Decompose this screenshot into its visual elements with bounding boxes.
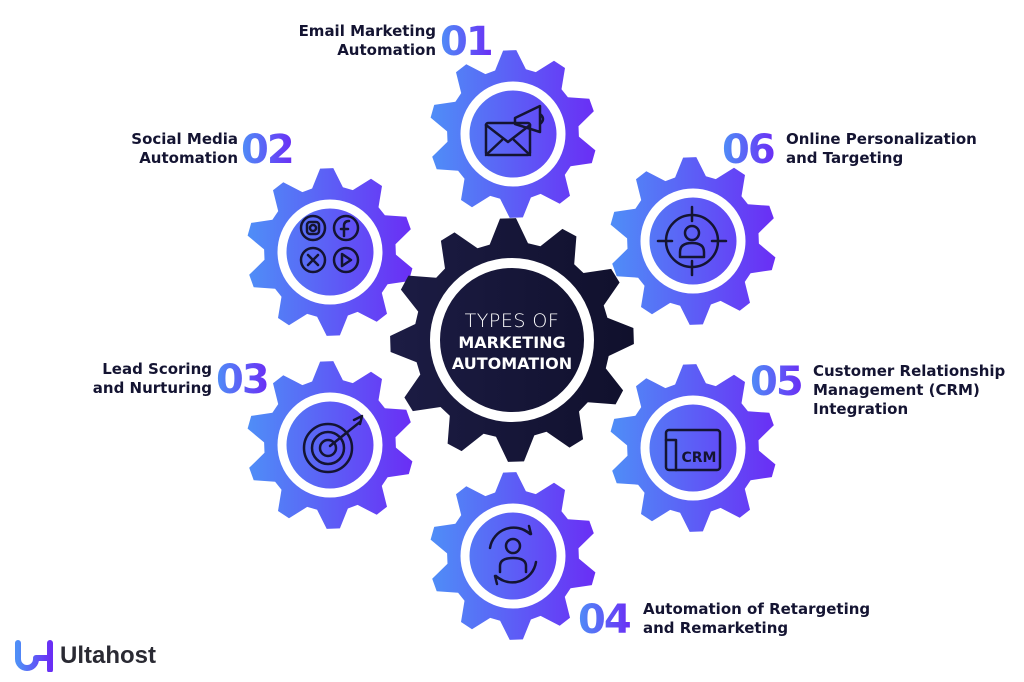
item-04-number: 04: [578, 597, 632, 643]
email-megaphone-icon: [484, 104, 545, 157]
label-line: and Targeting: [786, 149, 904, 167]
label-line: Social Media: [131, 130, 238, 148]
item-05-number: 05: [750, 359, 804, 405]
center-title: TYPES OF MARKETING AUTOMATION: [432, 310, 592, 374]
item-06-number: 06: [722, 127, 776, 173]
item-06-label: Online Personalization and Targeting: [786, 130, 977, 168]
item-03-number: 03: [216, 357, 270, 403]
ultahost-logo: Ultahost: [14, 640, 156, 672]
label-line: Management (CRM): [813, 381, 980, 399]
gear-05: [610, 364, 776, 532]
label-line: Online Personalization: [786, 130, 977, 148]
label-line: and Nurturing: [92, 379, 212, 397]
item-03-label: Lead Scoring and Nurturing: [93, 360, 212, 398]
crm-icon-text: CRM: [682, 450, 717, 466]
label-line: Lead Scoring: [102, 360, 212, 378]
item-01-label: Email Marketing Automation: [299, 22, 436, 60]
center-title-line3: AUTOMATION: [451, 354, 573, 373]
label-line: Automation: [139, 149, 238, 167]
crosshair-user-icon: [656, 205, 728, 277]
retargeting-user-icon: [488, 524, 538, 586]
gear-04: [430, 472, 596, 640]
social-media-icon: [299, 214, 360, 274]
center-gear: [390, 218, 634, 462]
label-line: Customer Relationship: [813, 362, 1006, 380]
target-icon: [302, 414, 364, 474]
item-04-label: Automation of Retargeting and Remarketin…: [643, 600, 870, 638]
center-title-line2: MARKETING: [458, 333, 566, 352]
center-title-line1: TYPES OF: [464, 310, 560, 332]
label-line: Automation: [337, 41, 436, 59]
ultahost-logo-mark: [15, 640, 53, 672]
label-line: Integration: [813, 400, 909, 418]
item-02-label: Social Media Automation: [131, 130, 238, 168]
ultahost-wordmark: Ultahost: [60, 642, 156, 669]
crm-icon: [664, 428, 722, 472]
item-01-number: 01: [440, 19, 494, 65]
gear-01: [430, 50, 596, 218]
label-line: and Remarketing: [643, 619, 789, 637]
gear-02: [247, 168, 413, 336]
item-02-number: 02: [241, 127, 295, 173]
item-05-label: Customer Relationship Management (CRM) I…: [813, 362, 1005, 419]
label-line: Email Marketing: [298, 22, 436, 40]
label-line: Automation of Retargeting: [643, 600, 871, 618]
